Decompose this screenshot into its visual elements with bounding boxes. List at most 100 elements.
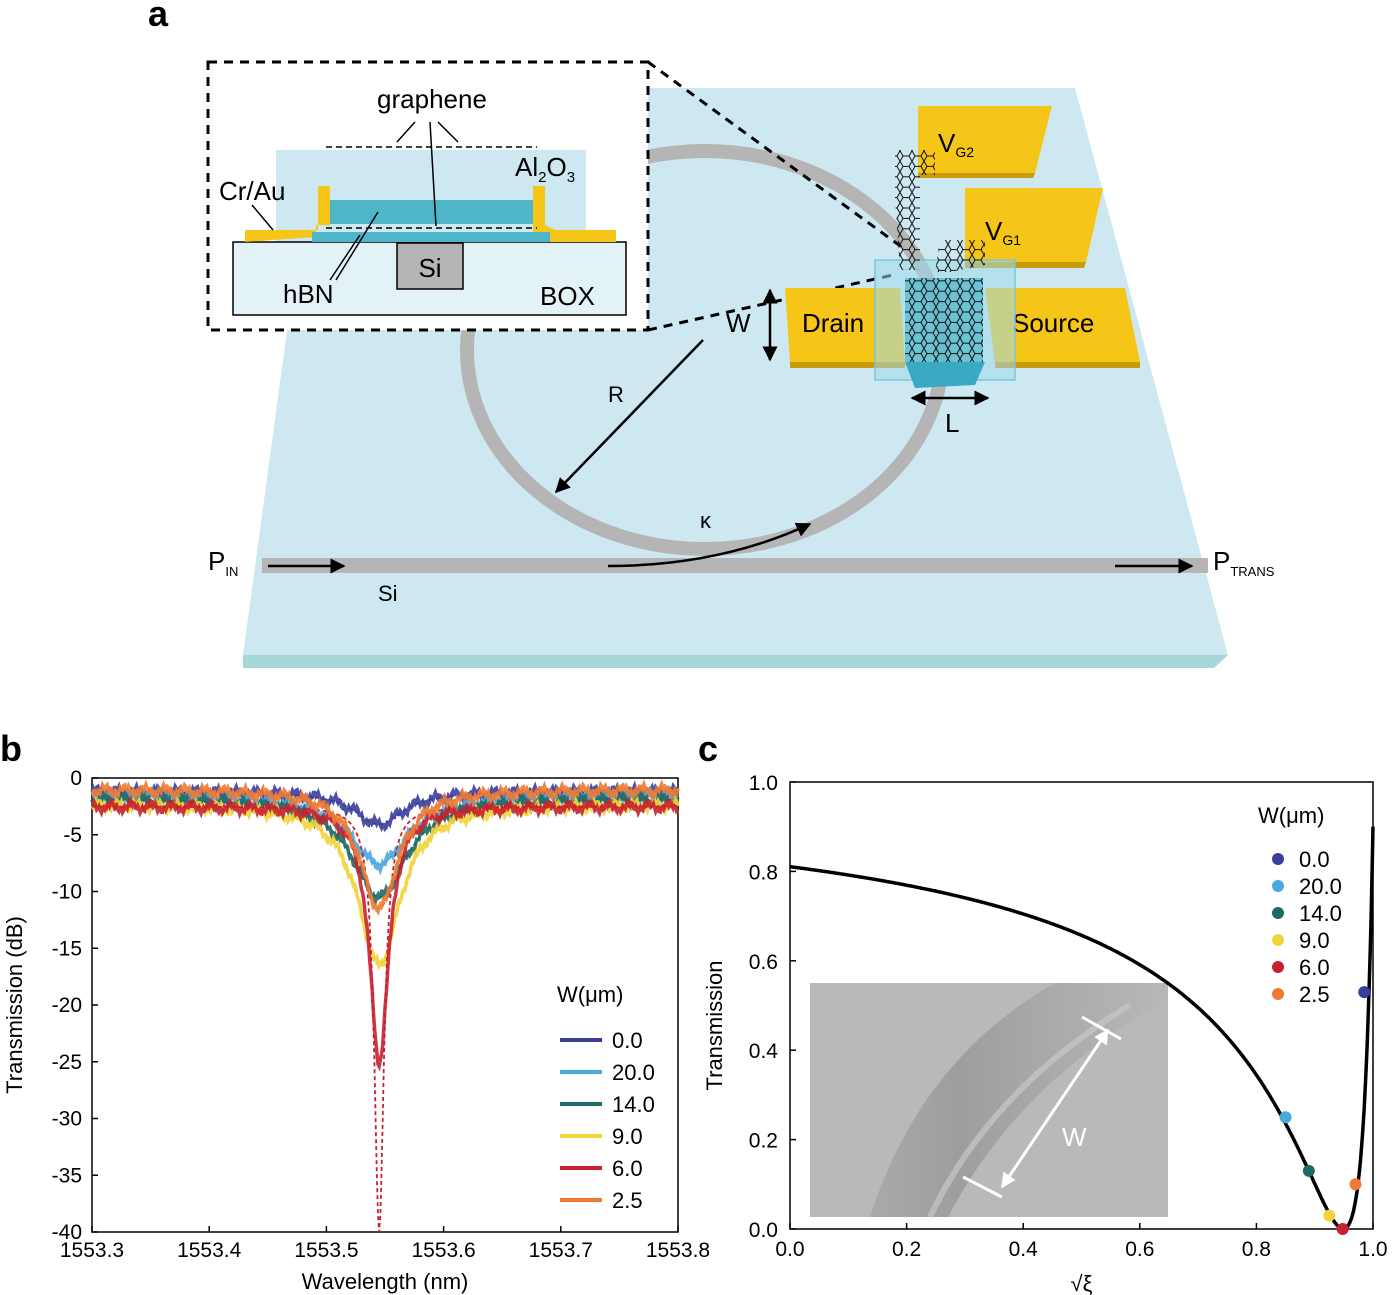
- legend-marker-9.0: [1272, 934, 1284, 946]
- legend-label: 0.0: [1299, 847, 1330, 872]
- x-tick-label: 0.8: [1242, 1238, 1271, 1261]
- legend-marker-6.0: [1272, 961, 1284, 973]
- zoom-line: [647, 60, 904, 250]
- si-core: [396, 242, 464, 290]
- data-point-14.0: [1302, 1164, 1315, 1177]
- p-in-label: PIN: [208, 546, 238, 579]
- panel-c: c 0.0 0.2 0.4 0.6 0.8 1.0 0.0 0.2 0.4 0.6 0.8 1.0 √ξ…: [698, 728, 1388, 1295]
- box-label: BOX: [540, 281, 595, 311]
- y-tick-label: -10: [52, 881, 82, 904]
- y-axis-title: Transmission: [702, 961, 727, 1091]
- gate-pad-vg1: [965, 188, 1103, 262]
- x-tick-label: 0.6: [1125, 1238, 1154, 1261]
- si-waveguide-label: Si: [378, 581, 398, 606]
- legend-marker-2.5: [1272, 988, 1284, 1000]
- l-label: L: [945, 408, 959, 438]
- x-tick-label: 1553.5: [294, 1239, 358, 1262]
- si-core-label: Si: [418, 253, 441, 283]
- legend-label: 9.0: [612, 1124, 643, 1149]
- fit-line-2.5: [92, 789, 678, 910]
- al2o3-label: Al2O3: [515, 152, 575, 186]
- legend-label: 20.0: [1299, 874, 1342, 899]
- sem-w-bar-bottom: [962, 1175, 1003, 1199]
- plot-frame-c: [789, 781, 1374, 1230]
- y-tick-label: -40: [52, 1221, 82, 1244]
- y-tick-label: 0.2: [749, 1130, 778, 1153]
- legend-label: 2.5: [612, 1188, 643, 1213]
- y-tick-label: 0.6: [749, 951, 778, 974]
- kappa-label: κ: [700, 508, 712, 533]
- legend-label: 6.0: [1299, 955, 1330, 980]
- data-point-20.0: [1279, 1111, 1292, 1124]
- y-tick-label: -35: [52, 1164, 82, 1187]
- cross-section-inset: Si graphene Al2O3 Cr/Au hBN: [206, 60, 650, 332]
- legend-marker-14.0: [1272, 907, 1284, 919]
- vg2-label: VG2: [938, 128, 974, 160]
- y-tick-label: -25: [52, 1051, 82, 1074]
- zoom-line: [647, 273, 894, 332]
- source-pad: [985, 288, 1140, 362]
- y-tick-label: 0.0: [749, 1219, 778, 1242]
- sem-w-bar-top: [1081, 1015, 1122, 1041]
- graphene-lead-vg2: [895, 150, 935, 270]
- legend-title: W(μm): [1258, 803, 1324, 828]
- series-line-9.0: [90, 793, 680, 971]
- cr-au-contact-left: [245, 186, 330, 242]
- hbn-label: hBN: [283, 279, 334, 309]
- legend-label: 2.5: [1299, 982, 1330, 1007]
- y-tick-label: 0.4: [749, 1040, 779, 1063]
- x-tick-label: 0.4: [1009, 1238, 1039, 1261]
- y-tick-label: -30: [52, 1108, 82, 1131]
- gate-pad-vg2-edge: [918, 173, 1035, 178]
- series-line-2.5: [90, 778, 680, 916]
- x-tick-label: 0.2: [892, 1238, 921, 1261]
- x-axis-title: √ξ: [1071, 1271, 1093, 1295]
- r-arrow: [554, 339, 704, 494]
- x-tick-label: 1.0: [1358, 1238, 1387, 1261]
- graphene-channel-lattice: [905, 278, 983, 362]
- sem-w-label: W: [1062, 1122, 1087, 1152]
- gate-pad-vg2: [918, 106, 1052, 173]
- legend-label: 14.0: [1299, 901, 1342, 926]
- panel-b-letter: b: [0, 728, 22, 769]
- r-label: R: [608, 382, 624, 407]
- y-axis-title: Transmission (dB): [2, 916, 27, 1094]
- fit-line-14.0: [92, 798, 678, 899]
- hbn-bottom: [312, 232, 550, 242]
- chart-c: 0.0 0.2 0.4 0.6 0.8 1.0 0.0 0.2 0.4 0.6 0.8 1.0 √ξ Tr…: [702, 772, 1388, 1295]
- p-trans-label: PTRANS: [1213, 546, 1275, 579]
- x-tick-label: 1553.7: [529, 1239, 593, 1262]
- legend-marker-20.0: [1272, 880, 1284, 892]
- sem-w-arrow: [1000, 1028, 1110, 1189]
- x-axis-title: Wavelength (nm): [302, 1269, 469, 1294]
- hbn-tab: [905, 362, 985, 388]
- cr-au-label: Cr/Au: [219, 176, 285, 206]
- w-label: W: [726, 308, 751, 338]
- data-point-2.5: [1349, 1178, 1362, 1191]
- legend-label: 20.0: [612, 1060, 655, 1085]
- x-tick-label: 0.0: [775, 1238, 804, 1261]
- y-tick-label: -5: [63, 824, 82, 847]
- y-tick-label: 0: [70, 767, 82, 790]
- substrate-edge: [243, 655, 1228, 668]
- x-tick-label: 1553.3: [60, 1239, 124, 1262]
- source-pad-edge: [995, 362, 1140, 368]
- legend-title: W(μm): [557, 982, 623, 1007]
- series-line-6.0: [91, 795, 679, 1072]
- bus-waveguide: [262, 558, 1208, 573]
- theory-curve: [789, 826, 1375, 1231]
- panel-c-letter: c: [698, 728, 718, 769]
- data-point-6.0: [1336, 1223, 1349, 1235]
- y-tick-label: -20: [52, 994, 82, 1017]
- data-point-9.0: [1323, 1209, 1336, 1222]
- legend-label: 9.0: [1299, 928, 1330, 953]
- vg1-label: VG1: [985, 216, 1021, 248]
- graphene-lead-vg1: [935, 240, 985, 272]
- panel-a-letter: a: [148, 0, 169, 34]
- y-tick-label: 1.0: [749, 772, 778, 795]
- legend-label: 6.0: [612, 1156, 643, 1181]
- y-tick-label: 0.8: [749, 861, 778, 884]
- x-tick-label: 1553.8: [646, 1239, 710, 1262]
